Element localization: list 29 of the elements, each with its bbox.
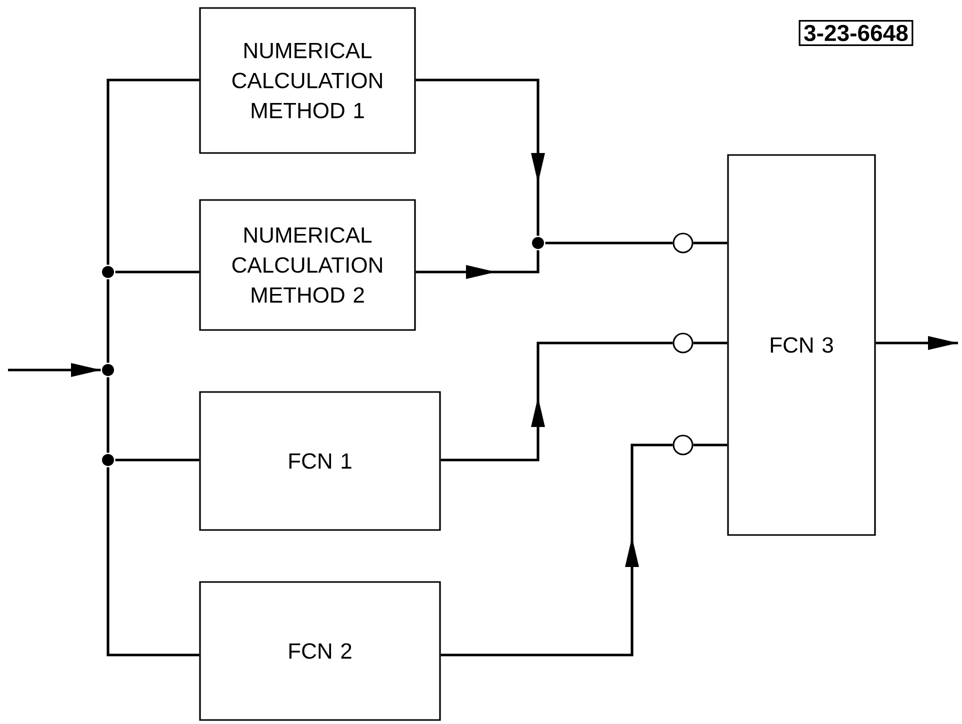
arrow (8, 363, 101, 377)
connector-line (106, 377, 110, 453)
connector-line (545, 242, 673, 244)
connector-line (106, 467, 200, 656)
connector-line (693, 242, 728, 244)
block-box: FCN 2 (199, 581, 441, 721)
connector-line (115, 458, 200, 462)
block-box: FCN 1 (199, 391, 441, 531)
arrow (440, 444, 673, 656)
junction-dot (532, 237, 544, 249)
block-box: NUMERICAL CALCULATION METHOD 1 (199, 7, 416, 154)
open-circle (672, 332, 694, 354)
connector-line (106, 279, 110, 363)
arrow (416, 78, 545, 236)
connector-line (693, 342, 728, 344)
junction-dot (102, 454, 114, 466)
block-box: NUMERICAL CALCULATION METHOD 2 (199, 199, 416, 331)
junction-dot (102, 364, 114, 376)
open-circle (672, 232, 694, 254)
block-box: FCN 3 (727, 154, 876, 536)
connector-line (693, 444, 728, 446)
figure-number: 3-23-6648 (798, 20, 914, 46)
junction-dot (102, 266, 114, 278)
arrow (876, 336, 958, 350)
arrow (416, 250, 540, 279)
arrow (440, 342, 673, 462)
connector-line (115, 270, 200, 274)
open-circle (672, 434, 694, 456)
connector-line (106, 78, 200, 265)
